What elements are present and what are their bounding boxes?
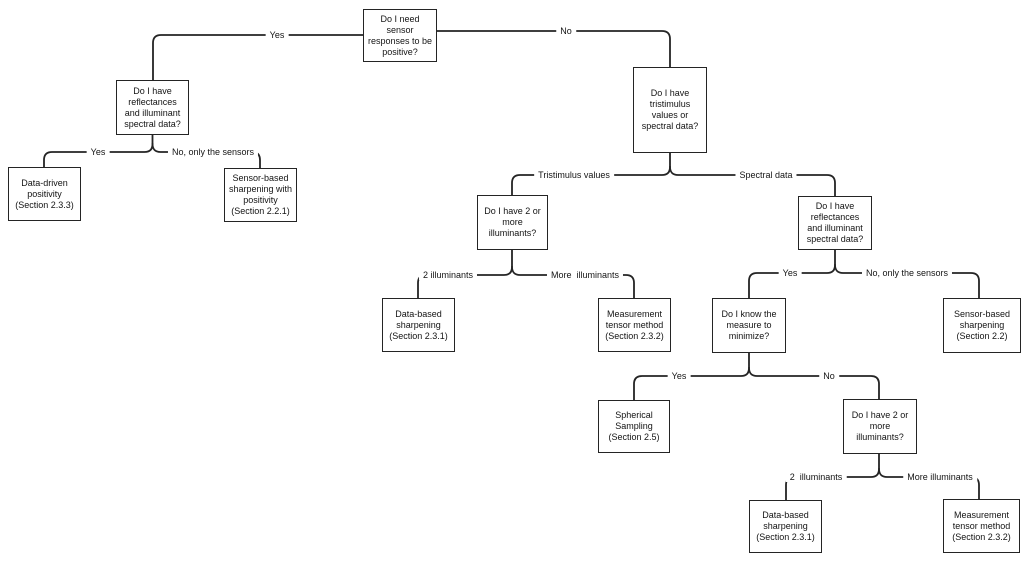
node-tristimulus-or-spectral: Do I have tristimulus values or spectral… — [633, 67, 707, 153]
node-illuminants-question-2-label: Do I have 2 or more illuminants? — [851, 410, 909, 442]
edge-root-to-reflectances-left — [152, 34, 364, 81]
edge-label-two-illuminants-2: 2 illuminants — [785, 472, 847, 482]
edge-illuminants1-more — [511, 266, 635, 299]
edge-label-more-illuminants-2: More illuminants — [903, 472, 977, 482]
node-root: Do I need sensor responses to be positiv… — [363, 9, 437, 62]
edge-label-two-illuminants-1: 2 illuminants — [418, 270, 478, 280]
edge-label-spectral-data: Spectral data — [735, 170, 797, 180]
node-reflectances-left-label: Do I have reflectances and illuminant sp… — [124, 85, 181, 129]
edge-spectral-data-branch — [669, 166, 836, 197]
edge-label-yes-top: Yes — [265, 30, 289, 40]
edge-label-no-top: No — [556, 26, 576, 36]
edge-label-yes-left: Yes — [86, 147, 110, 157]
node-data-driven-positivity: Data-driven positivity (Section 2.3.3) — [8, 167, 81, 221]
node-sensor-based-sharpening: Sensor-based sharpening (Section 2.2) — [943, 298, 1021, 353]
node-sensor-sharpening-positivity: Sensor-based sharpening with positivity … — [224, 168, 297, 222]
edge-measure-no — [748, 367, 880, 400]
node-measure-to-minimize: Do I know the measure to minimize? — [712, 298, 786, 353]
node-sensor-based-sharpening-label: Sensor-based sharpening (Section 2.2) — [953, 309, 1011, 341]
node-data-based-sharpening-2-label: Data-based sharpening (Section 2.3.1) — [756, 510, 815, 542]
node-data-based-sharpening-2: Data-based sharpening (Section 2.3.1) — [749, 500, 822, 553]
node-illuminants-question-1-label: Do I have 2 or more illuminants? — [484, 206, 541, 238]
node-data-driven-positivity-label: Data-driven positivity (Section 2.3.3) — [15, 177, 74, 210]
node-measurement-tensor-1: Measurement tensor method (Section 2.3.2… — [598, 298, 671, 352]
node-illuminants-question-1: Do I have 2 or more illuminants? — [477, 195, 548, 250]
edge-root-to-tristimulus — [436, 30, 671, 68]
node-measurement-tensor-1-label: Measurement tensor method (Section 2.3.2… — [605, 308, 664, 341]
node-root-label: Do I need sensor responses to be positiv… — [367, 13, 433, 57]
node-reflectances-right: Do I have reflectances and illuminant sp… — [798, 196, 872, 250]
edge-label-no-only-sensors-right: No, only the sensors — [861, 268, 953, 278]
node-measurement-tensor-2-label: Measurement tensor method (Section 2.3.2… — [952, 509, 1011, 542]
edge-label-yes-right: Yes — [778, 268, 802, 278]
edge-label-no-measure: No — [819, 371, 839, 381]
node-measure-to-minimize-label: Do I know the measure to minimize? — [721, 309, 777, 341]
node-reflectances-left: Do I have reflectances and illuminant sp… — [116, 80, 189, 135]
node-measurement-tensor-2: Measurement tensor method (Section 2.3.2… — [943, 499, 1020, 553]
node-illuminants-question-2: Do I have 2 or more illuminants? — [843, 399, 917, 454]
node-reflectances-right-label: Do I have reflectances and illuminant sp… — [806, 201, 864, 244]
node-sensor-sharpening-positivity-label: Sensor-based sharpening with positivity … — [228, 173, 293, 216]
edge-reflectances-right-no — [834, 264, 980, 299]
node-tristimulus-or-spectral-label: Do I have tristimulus values or spectral… — [641, 88, 699, 131]
edge-label-more-illuminants-1: More illuminants — [546, 270, 624, 280]
edge-label-yes-measure: Yes — [667, 371, 691, 381]
node-data-based-sharpening-1: Data-based sharpening (Section 2.3.1) — [382, 298, 455, 352]
edge-label-no-only-sensors-left: No, only the sensors — [167, 147, 259, 157]
edge-measure-yes — [633, 352, 750, 401]
node-data-based-sharpening-1-label: Data-based sharpening (Section 2.3.1) — [389, 308, 448, 341]
node-spherical-sampling-label: Spherical Sampling (Section 2.5) — [608, 410, 660, 442]
node-spherical-sampling: Spherical Sampling (Section 2.5) — [598, 400, 670, 453]
edge-label-tristimulus-values: Tristimulus values — [534, 170, 614, 180]
